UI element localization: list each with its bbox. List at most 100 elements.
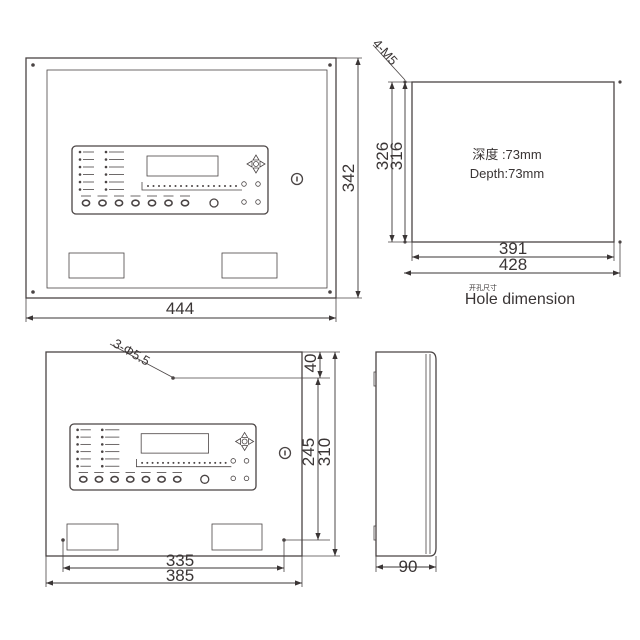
led-icon bbox=[196, 185, 199, 187]
led-icon bbox=[100, 443, 104, 446]
front-enclosure-outline bbox=[25, 57, 337, 299]
led-icon bbox=[208, 461, 211, 464]
caption-en: Hole dimension bbox=[465, 291, 575, 308]
led-icon bbox=[100, 450, 104, 453]
led-icon bbox=[78, 158, 82, 161]
panel-outline bbox=[71, 145, 269, 215]
led-icon bbox=[146, 461, 149, 464]
led-icon bbox=[100, 435, 104, 439]
led-icon bbox=[169, 185, 171, 187]
led-icon bbox=[235, 185, 237, 187]
front-view: 444 342 bbox=[25, 57, 362, 322]
inner-height-label: 316 bbox=[387, 142, 406, 170]
led-icon bbox=[156, 461, 159, 464]
lcd-display bbox=[146, 155, 219, 177]
led-icon bbox=[147, 185, 149, 187]
led-icon bbox=[198, 461, 201, 464]
key-button bbox=[147, 199, 157, 207]
function-button bbox=[243, 475, 250, 482]
rear-height-label: 310 bbox=[315, 438, 334, 466]
key-button bbox=[164, 199, 173, 207]
led-icon bbox=[224, 461, 227, 464]
led-icon bbox=[229, 185, 232, 187]
key-button bbox=[114, 199, 124, 207]
key-button bbox=[110, 475, 120, 483]
led-icon bbox=[185, 185, 188, 187]
key-button bbox=[180, 199, 190, 207]
led-icon bbox=[100, 457, 104, 461]
panel-outline bbox=[69, 423, 257, 491]
led-icon bbox=[100, 428, 104, 432]
led-icon bbox=[76, 464, 79, 468]
led-icon bbox=[76, 450, 79, 453]
key-button bbox=[141, 475, 151, 483]
led-icon bbox=[78, 150, 82, 154]
led-icon bbox=[214, 461, 217, 464]
control-panel-small bbox=[69, 423, 292, 491]
front-height-label: 342 bbox=[339, 164, 358, 192]
rear-enclosure-outline bbox=[45, 351, 303, 557]
power-button bbox=[200, 474, 210, 484]
led-icon bbox=[191, 185, 193, 187]
control-panel bbox=[71, 145, 304, 215]
led-icon bbox=[224, 185, 226, 187]
led-icon bbox=[104, 173, 108, 176]
led-icon bbox=[163, 185, 166, 187]
ok-button bbox=[241, 438, 248, 445]
lock-icon bbox=[290, 172, 304, 186]
outer-height-label: 326 bbox=[373, 142, 392, 170]
led-icon bbox=[100, 464, 104, 468]
caption-cn: 开孔尺寸 bbox=[469, 283, 497, 292]
led-icon bbox=[207, 185, 210, 187]
power-button bbox=[209, 198, 219, 208]
led-icon bbox=[203, 461, 206, 464]
led-icon bbox=[76, 443, 79, 446]
led-icon bbox=[167, 461, 170, 464]
led-icon bbox=[218, 185, 221, 187]
top-offset-label: 40 bbox=[301, 354, 320, 373]
depth-cn-label: 深度 :73mm bbox=[472, 147, 541, 162]
lcd-display bbox=[140, 433, 209, 454]
led-icon bbox=[188, 461, 191, 464]
led-icon bbox=[76, 457, 79, 461]
led-icon bbox=[104, 180, 108, 184]
front-screw-holes bbox=[31, 63, 332, 294]
key-button bbox=[157, 475, 166, 483]
key-button bbox=[131, 199, 140, 207]
screw-label: 4-M5 bbox=[370, 36, 401, 68]
lock-icon bbox=[278, 446, 292, 460]
led-icon bbox=[78, 188, 82, 191]
rear-view: 3-Φ5.5 40 245 310 335 385 bbox=[45, 336, 340, 587]
led-icon bbox=[76, 435, 79, 439]
led-icon bbox=[174, 185, 177, 187]
front-door-frame bbox=[46, 69, 328, 289]
function-button bbox=[243, 458, 250, 464]
hole-label: 3-Φ5.5 bbox=[111, 336, 153, 369]
led-icon bbox=[213, 185, 215, 187]
key-button bbox=[78, 475, 88, 483]
led-icon bbox=[78, 173, 82, 176]
rear-width-label: 385 bbox=[166, 566, 194, 585]
arrow-keys-icon bbox=[234, 431, 255, 452]
horizontal-spacing-label: 335 bbox=[166, 551, 194, 570]
led-icon bbox=[158, 185, 160, 187]
led-icon bbox=[76, 428, 79, 432]
ok-button bbox=[253, 161, 259, 167]
mounting-holes bbox=[61, 376, 286, 542]
front-window-right bbox=[221, 252, 278, 279]
front-window-left bbox=[68, 252, 125, 279]
key-button bbox=[125, 475, 135, 483]
side-view: 90 bbox=[373, 351, 437, 576]
led-icon bbox=[152, 185, 155, 187]
function-button bbox=[255, 181, 261, 187]
led-icon bbox=[141, 461, 144, 464]
led-icon bbox=[193, 461, 196, 464]
led-icon bbox=[104, 150, 108, 154]
key-button bbox=[94, 475, 104, 483]
led-icon bbox=[172, 461, 175, 464]
led-icon bbox=[202, 185, 204, 187]
key-button bbox=[81, 199, 91, 207]
key-button bbox=[98, 199, 107, 207]
outer-width-label: 428 bbox=[499, 255, 527, 274]
